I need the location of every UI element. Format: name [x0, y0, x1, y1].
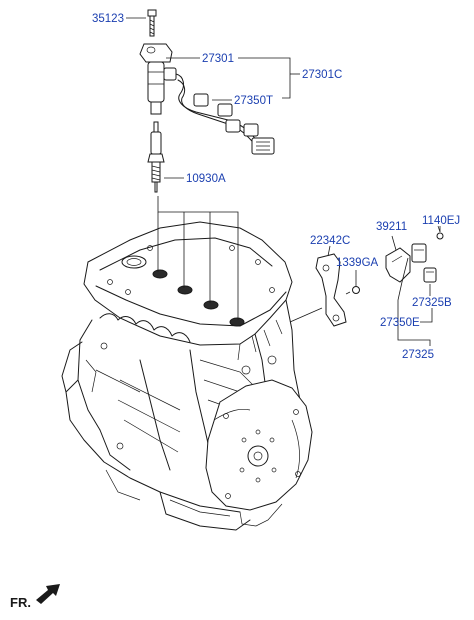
flywheel-center: [247, 445, 269, 467]
plug-well-1: [152, 269, 168, 279]
label-27325: 27325: [402, 349, 434, 361]
sensor-connector: [411, 243, 427, 263]
label-22342C: 22342C: [310, 235, 350, 247]
label-35123: 35123: [92, 13, 124, 25]
harness-connector-4: [243, 123, 259, 137]
label-39211: 39211: [376, 221, 407, 233]
plug-well-2: [177, 285, 193, 295]
front-orientation: FR.: [10, 584, 60, 610]
label-27301: 27301: [202, 53, 234, 65]
label-27325B: 27325B: [412, 297, 452, 309]
label-27301C: 27301C: [302, 69, 342, 81]
label-1140EJ: 1140EJ: [422, 215, 460, 227]
label-1339GA: 1339GA: [336, 257, 379, 269]
label-10930A: 10930A: [186, 173, 226, 185]
fr-label: FR.: [10, 595, 31, 610]
ignition-coil: [139, 9, 177, 115]
harness-connector-1: [193, 93, 209, 107]
plug-well-4: [229, 317, 245, 327]
plug-well-3: [203, 300, 219, 310]
part-labels: 35123 27301 27301C 27350T 10930A 22342C …: [92, 13, 460, 361]
sensor-cap: [423, 267, 437, 283]
harness-connector-3: [225, 119, 241, 133]
coil-bolt: [147, 9, 157, 17]
sensor-bracket: [315, 253, 347, 327]
engine-block: [61, 221, 313, 531]
oil-cap: [121, 255, 147, 269]
label-27350E: 27350E: [380, 317, 420, 329]
coil-harness: [175, 73, 275, 155]
harness-connector-2: [217, 103, 233, 117]
spark-plug: [147, 121, 165, 193]
leader-lines: [126, 17, 441, 346]
sensor-bolt: [345, 286, 360, 295]
front-arrow-icon: [36, 584, 60, 604]
label-27350T: 27350T: [234, 95, 273, 107]
